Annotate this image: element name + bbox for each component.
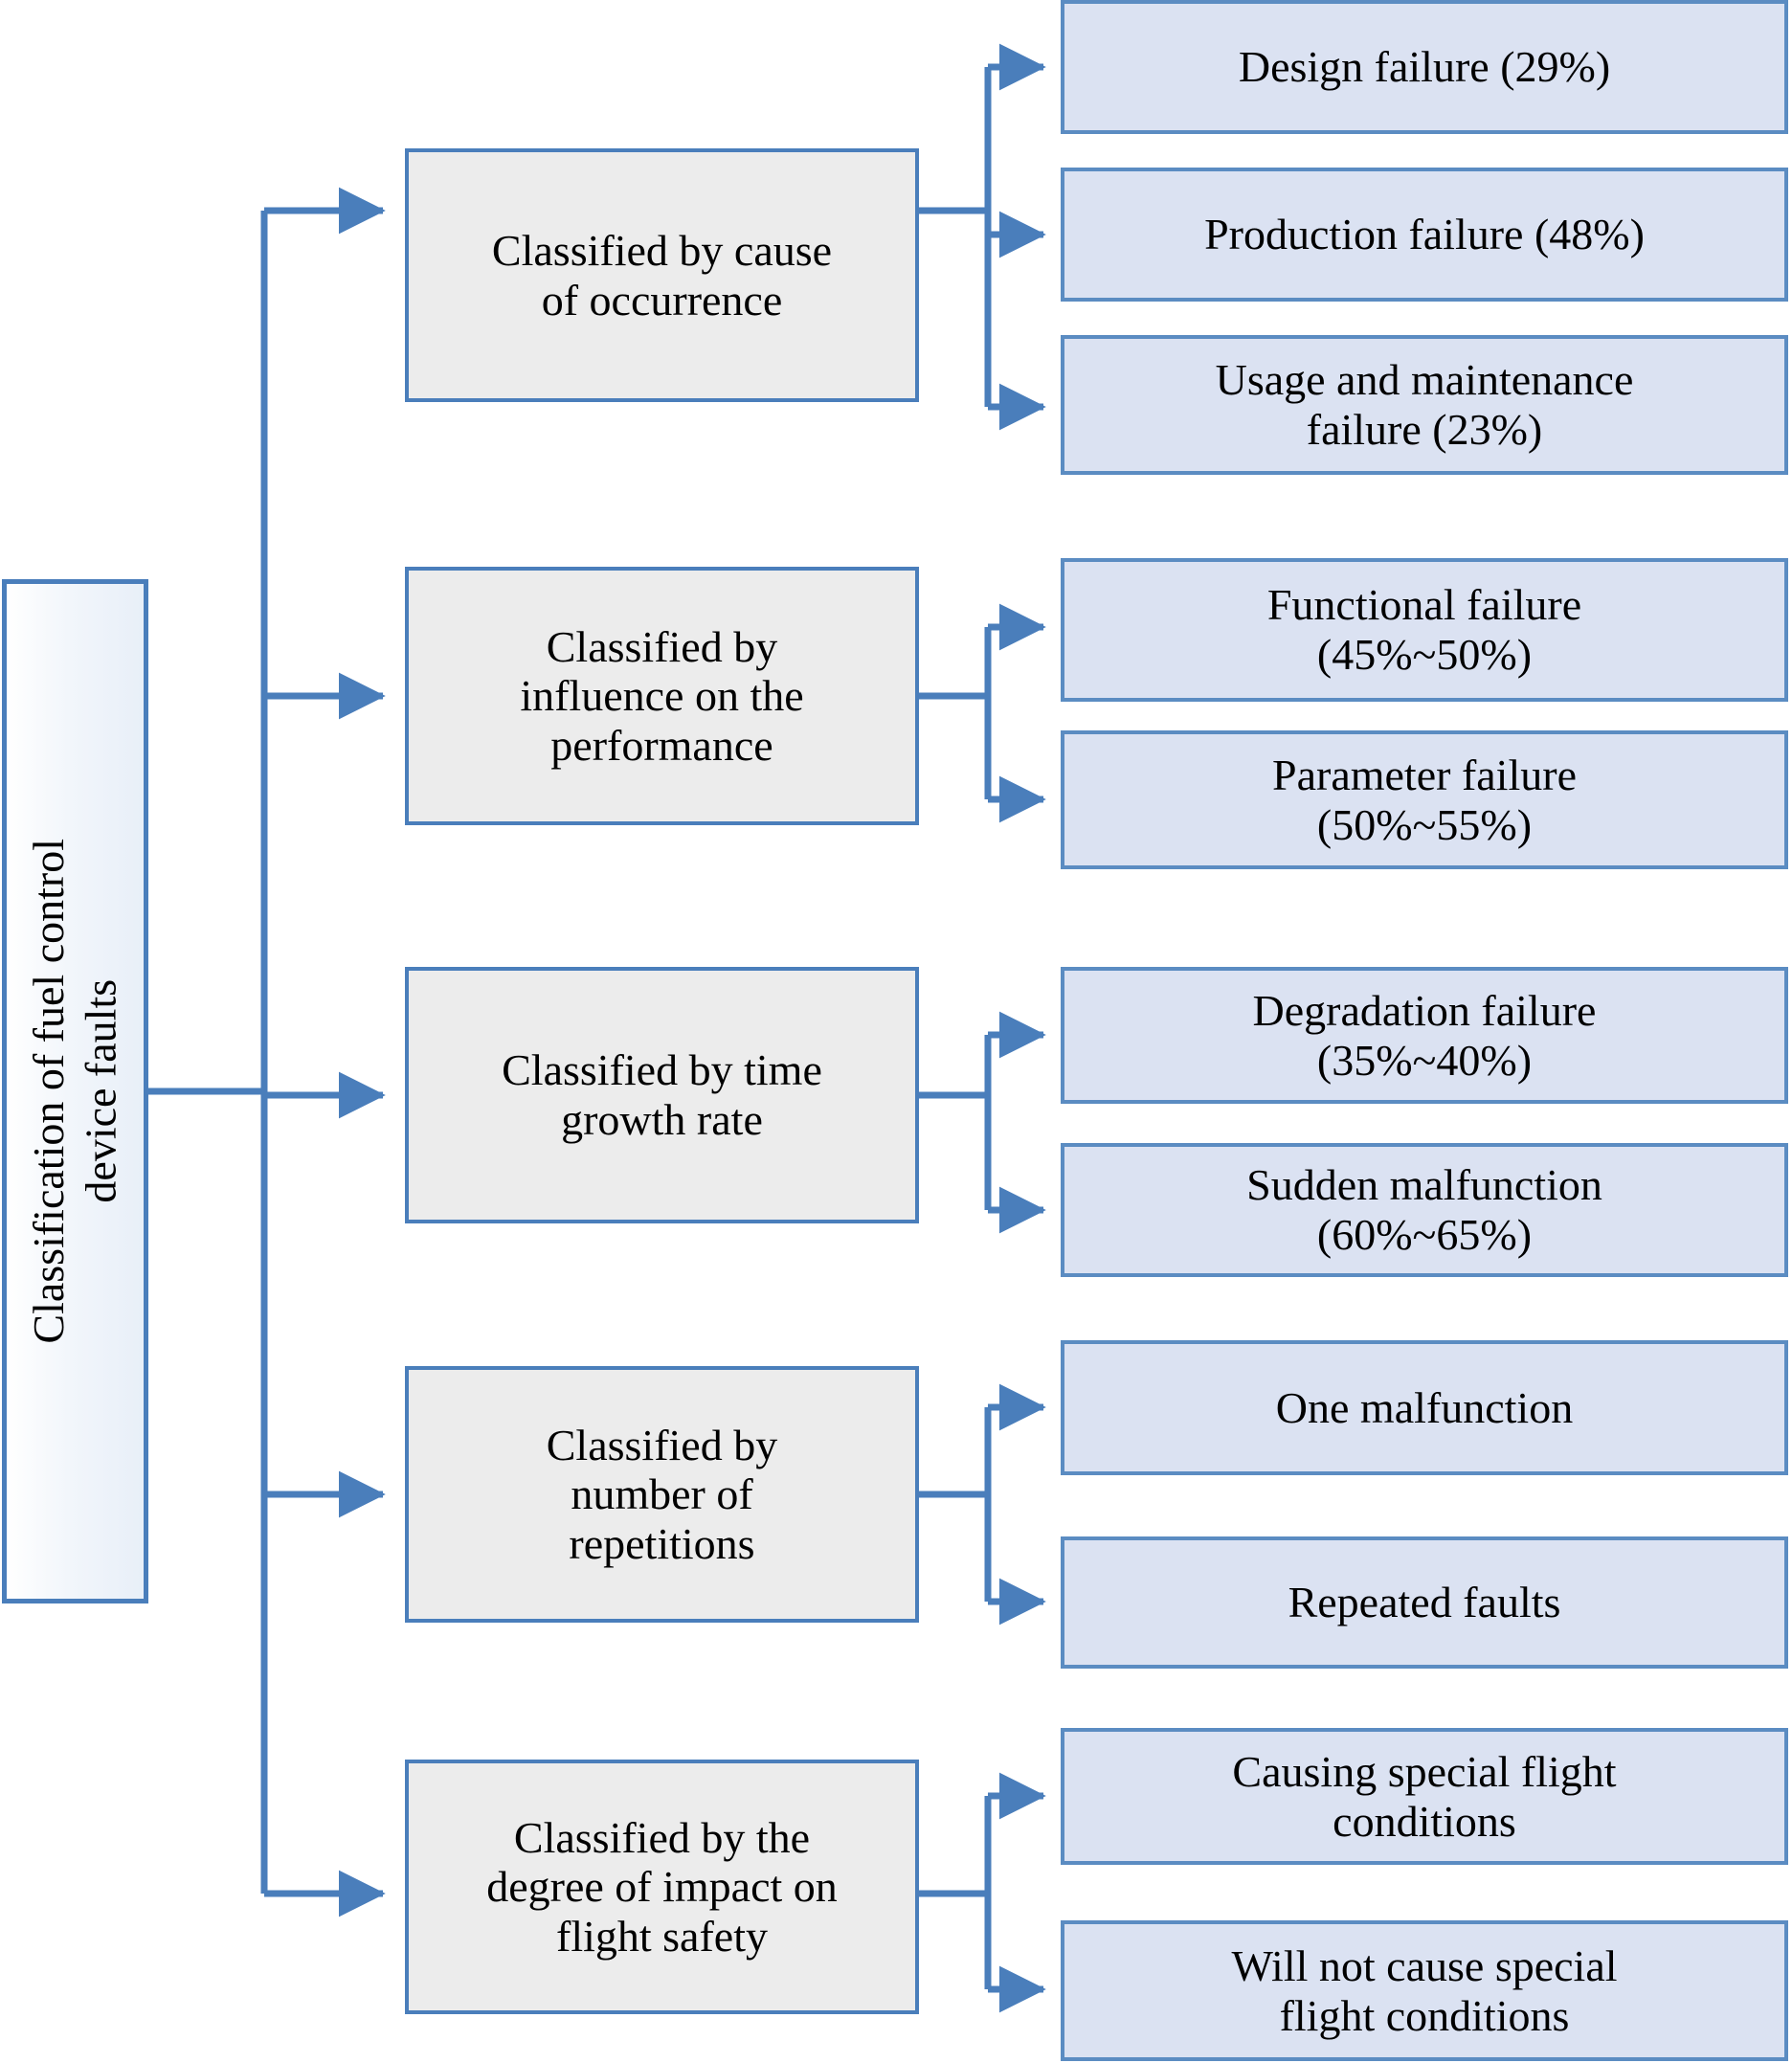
root-node[interactable]: Classification of fuel control device fa… — [2, 579, 148, 1603]
group-1-connectors — [919, 67, 992, 407]
group-2-arrows — [988, 603, 1046, 823]
leaf-node-label: Design failure (29%) — [1238, 42, 1611, 92]
category-node-label: Classified by time growth rate — [502, 1045, 822, 1144]
category-node-influence-on-performance[interactable]: Classified by influence on the performan… — [405, 567, 919, 825]
root-node-label: Classification of fuel control device fa… — [24, 839, 125, 1344]
root-to-category-arrows — [264, 187, 386, 1917]
leaf-node-label: Sudden malfunction (60%~65%) — [1246, 1160, 1602, 1259]
leaf-node-functional-failure[interactable]: Functional failure (45%~50%) — [1061, 558, 1788, 702]
group-4-arrows — [988, 1383, 1046, 1626]
group-2-connectors — [919, 627, 992, 799]
leaf-node-will-not-cause-special-flight-conditions[interactable]: Will not cause special flight conditions — [1061, 1920, 1788, 2061]
category-node-impact-on-flight-safety[interactable]: Classified by the degree of impact on fl… — [405, 1760, 919, 2014]
group-5-connectors — [919, 1796, 992, 1989]
leaf-node-label: Will not cause special flight conditions — [1231, 1940, 1618, 2040]
leaf-node-label: Functional failure (45%~50%) — [1266, 580, 1582, 679]
leaf-node-label: One malfunction — [1275, 1382, 1574, 1432]
leaf-node-production-failure[interactable]: Production failure (48%) — [1061, 168, 1788, 302]
leaf-node-usage-and-maintenance-failure[interactable]: Usage and maintenance failure (23%) — [1061, 335, 1788, 475]
group-5-arrows — [988, 1772, 1046, 2013]
category-node-label: Classified by influence on the performan… — [520, 621, 804, 770]
leaf-node-label: Usage and maintenance failure (23%) — [1215, 355, 1634, 454]
category-node-cause-of-occurrence[interactable]: Classified by cause of occurrence — [405, 148, 919, 402]
leaf-node-one-malfunction[interactable]: One malfunction — [1061, 1340, 1788, 1475]
root-trunk — [148, 211, 268, 1894]
leaf-node-label: Degradation failure (35%~40%) — [1252, 985, 1597, 1085]
leaf-node-label: Parameter failure (50%~55%) — [1272, 750, 1577, 849]
leaf-node-repeated-faults[interactable]: Repeated faults — [1061, 1536, 1788, 1669]
leaf-node-causing-special-flight-conditions[interactable]: Causing special flight conditions — [1061, 1728, 1788, 1865]
leaf-node-sudden-malfunction[interactable]: Sudden malfunction (60%~65%) — [1061, 1143, 1788, 1277]
group-3-arrows — [988, 1011, 1046, 1234]
category-node-time-growth-rate[interactable]: Classified by time growth rate — [405, 967, 919, 1223]
group-3-connectors — [919, 1035, 992, 1210]
category-node-label: Classified by cause of occurrence — [491, 225, 833, 325]
leaf-node-label: Causing special flight conditions — [1232, 1746, 1617, 1846]
group-4-connectors — [919, 1407, 992, 1602]
leaf-node-design-failure[interactable]: Design failure (29%) — [1061, 0, 1788, 134]
leaf-node-label: Production failure (48%) — [1204, 210, 1645, 259]
category-node-label: Classified by number of repetitions — [546, 1420, 778, 1568]
leaf-node-label: Repeated faults — [1288, 1578, 1561, 1627]
leaf-node-degradation-failure[interactable]: Degradation failure (35%~40%) — [1061, 967, 1788, 1104]
leaf-node-parameter-failure[interactable]: Parameter failure (50%~55%) — [1061, 730, 1788, 869]
category-node-label: Classified by the degree of impact on fl… — [486, 1812, 838, 1961]
group-1-arrows — [988, 43, 1046, 431]
category-node-number-of-repetitions[interactable]: Classified by number of repetitions — [405, 1366, 919, 1623]
